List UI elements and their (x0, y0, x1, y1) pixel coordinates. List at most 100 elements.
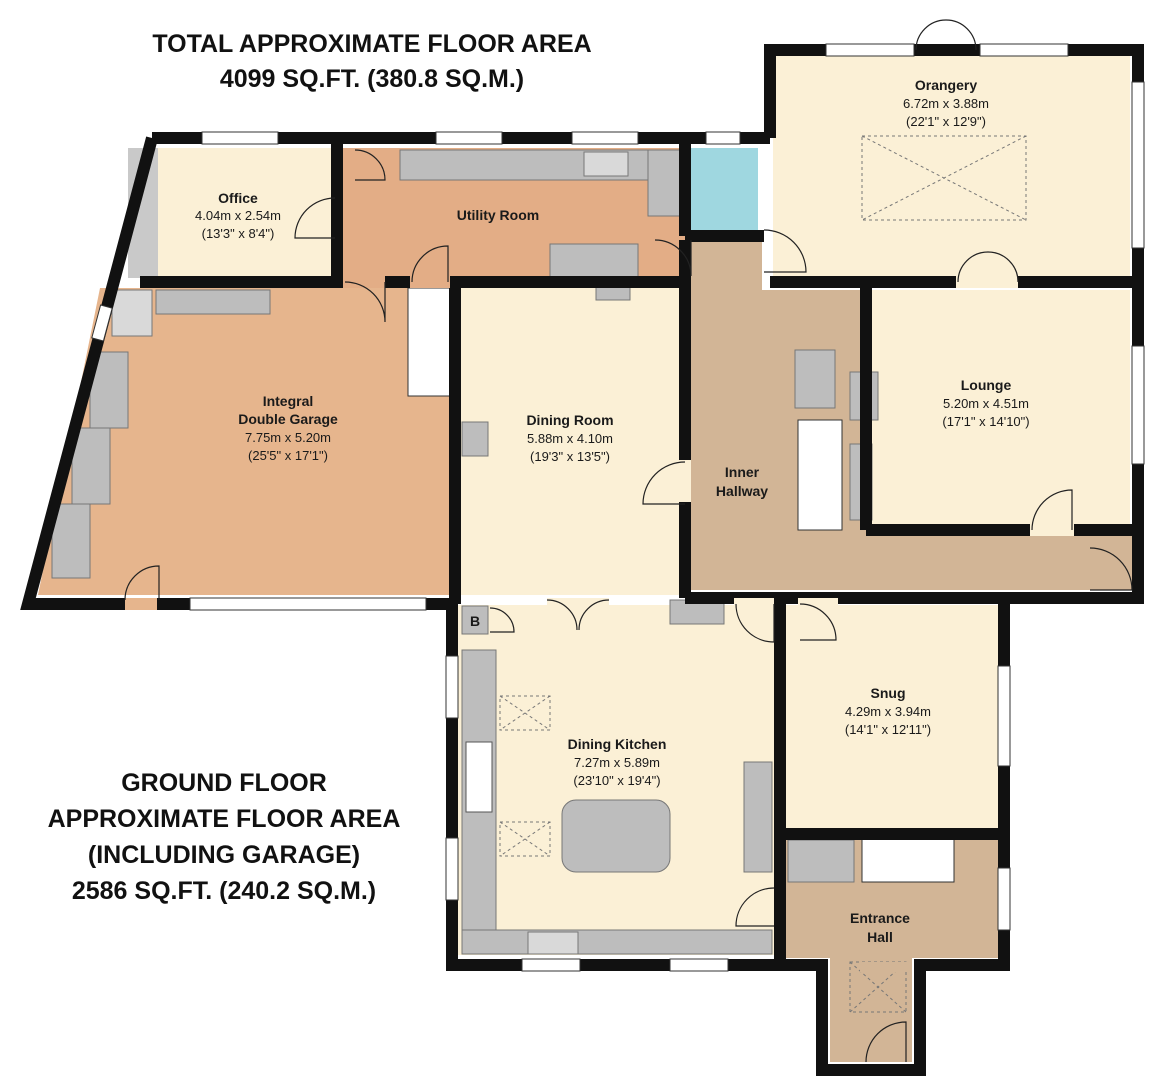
ground-floor-line2: APPROXIMATE FLOOR AREA (48, 805, 401, 833)
door-orangery-french (915, 19, 977, 51)
window-entrance (997, 867, 1011, 931)
door-snug (799, 603, 837, 641)
inner-hallway-name2: Hallway (716, 483, 768, 499)
window-garage-side (91, 304, 113, 342)
window-snug (997, 665, 1011, 767)
office-imperial: (13'3" x 8'4") (202, 226, 275, 241)
door-hall-right (1089, 547, 1133, 591)
kitchen-island (561, 799, 671, 873)
entrance-cupboard (787, 839, 855, 883)
room-fills (38, 56, 1140, 1062)
snug-metric: 4.29m x 3.94m (845, 704, 931, 719)
window-lounge-right (1131, 345, 1145, 465)
kitchen-sink (527, 931, 579, 955)
label-lounge: Lounge 5.20m x 4.51m (17'1" x 14'10") (942, 377, 1029, 429)
lounge-floor (870, 290, 1130, 528)
window-kitchen-left-2 (445, 837, 459, 901)
wall-snug-right (780, 598, 1010, 1076)
door-garage (124, 565, 160, 601)
kitchen-range (465, 741, 493, 813)
hall-stairs (797, 419, 843, 531)
entrance-hall-name2: Hall (867, 929, 893, 945)
window-utility-2 (571, 131, 639, 145)
garage-name2: Double Garage (238, 411, 338, 427)
kitchen-dresser (743, 761, 773, 873)
label-inner-hallway: Inner Hallway (716, 464, 768, 499)
window-orangery-right (1131, 81, 1145, 249)
utility-name: Utility Room (457, 207, 539, 223)
kitchen-skylight-1 (499, 695, 551, 731)
ground-floor-line4: 2586 SQ.FT. (240.2 SQ.M.) (72, 877, 376, 905)
window-kitchen-bottom-1 (521, 958, 581, 972)
label-snug: Snug 4.29m x 3.94m (14'1" x 12'11") (845, 685, 931, 737)
garage-metric: 7.75m x 5.20m (245, 430, 331, 445)
door-utility-top (354, 149, 386, 181)
door-lounge (1031, 489, 1073, 531)
window-wc (705, 131, 741, 145)
door-utility-stairs (411, 245, 449, 283)
dining-stairs (407, 287, 455, 397)
door-swings (124, 19, 1133, 1063)
window-utility-1 (435, 131, 503, 145)
garage-side-units-2 (71, 427, 111, 505)
dining-room-name: Dining Room (526, 412, 613, 428)
garage-floor (38, 288, 452, 595)
office-metric: 4.04m x 2.54m (195, 208, 281, 223)
dining-kitchen-metric: 7.27m x 5.89m (574, 755, 660, 770)
utility-island (549, 243, 639, 279)
dining-room-floor (458, 288, 685, 595)
garage-cupboard (155, 289, 271, 315)
label-office: Office 4.04m x 2.54m (13'3" x 8'4") (195, 190, 281, 241)
entrance-hall-floor (785, 838, 998, 1062)
lounge-name: Lounge (961, 377, 1012, 393)
garage-side-units-3 (51, 503, 91, 579)
door-orangery-hall (763, 229, 807, 273)
door-utility-hall (654, 239, 692, 277)
orangery-skylight (861, 135, 1027, 221)
total-area-line1: TOTAL APPROXIMATE FLOOR AREA (152, 30, 591, 58)
door-kitchen-entrance (735, 887, 775, 927)
lounge-imperial: (17'1" x 14'10") (942, 414, 1029, 429)
window-kitchen-left-1 (445, 655, 459, 719)
dining-kitchen-imperial: (23'10" x 19'4") (573, 773, 660, 788)
wc-floor (688, 148, 758, 232)
utility-sink (583, 151, 629, 177)
office-floor (158, 148, 335, 278)
kitchen-skylight-2 (499, 821, 551, 857)
label-dining-room: Dining Room 5.88m x 4.10m (19'3" x 13'5"… (526, 412, 613, 464)
snug-name: Snug (871, 685, 906, 701)
window-orangery-1 (825, 43, 915, 57)
dining-fireplace (461, 421, 489, 457)
door-utility-garage (344, 281, 386, 323)
door-kitchen-hall (735, 603, 775, 643)
door-dining-double (546, 599, 610, 631)
dining-kitchen-name: Dining Kitchen (568, 736, 667, 752)
label-entrance-hall: Entrance Hall (850, 910, 910, 945)
utility-worktop-return (647, 149, 683, 217)
snug-imperial: (14'1" x 12'11") (845, 722, 931, 737)
orangery-floor (773, 56, 1130, 278)
utility-worktop (399, 149, 681, 181)
garage-imperial: (25'5" x 17'1") (248, 448, 328, 463)
office-name: Office (218, 190, 258, 206)
orangery-name: Orangery (915, 77, 977, 93)
door-front (865, 1021, 907, 1063)
door-dining-hall (642, 461, 686, 505)
entrance-stairs (861, 837, 955, 883)
boiler-cupboard (461, 605, 489, 635)
door-boiler (489, 607, 515, 633)
orangery-imperial: (22'1" x 12'9") (906, 114, 986, 129)
label-orangery: Orangery 6.72m x 3.88m (22'1" x 12'9") (903, 77, 989, 129)
porch-skylight (849, 961, 907, 1013)
window-office (201, 131, 279, 145)
kitchen-unit-bottom (461, 929, 773, 955)
window-orangery-2 (979, 43, 1069, 57)
boiler-label: B (470, 613, 480, 629)
snug-floor (785, 605, 998, 830)
dining-room-metric: 5.88m x 4.10m (527, 431, 613, 446)
window-kitchen-bottom-2 (669, 958, 729, 972)
total-area-line2: 4099 SQ.FT. (380.8 SQ.M.) (220, 65, 524, 93)
garage-name1: Integral (263, 393, 314, 409)
windows (91, 43, 1145, 972)
